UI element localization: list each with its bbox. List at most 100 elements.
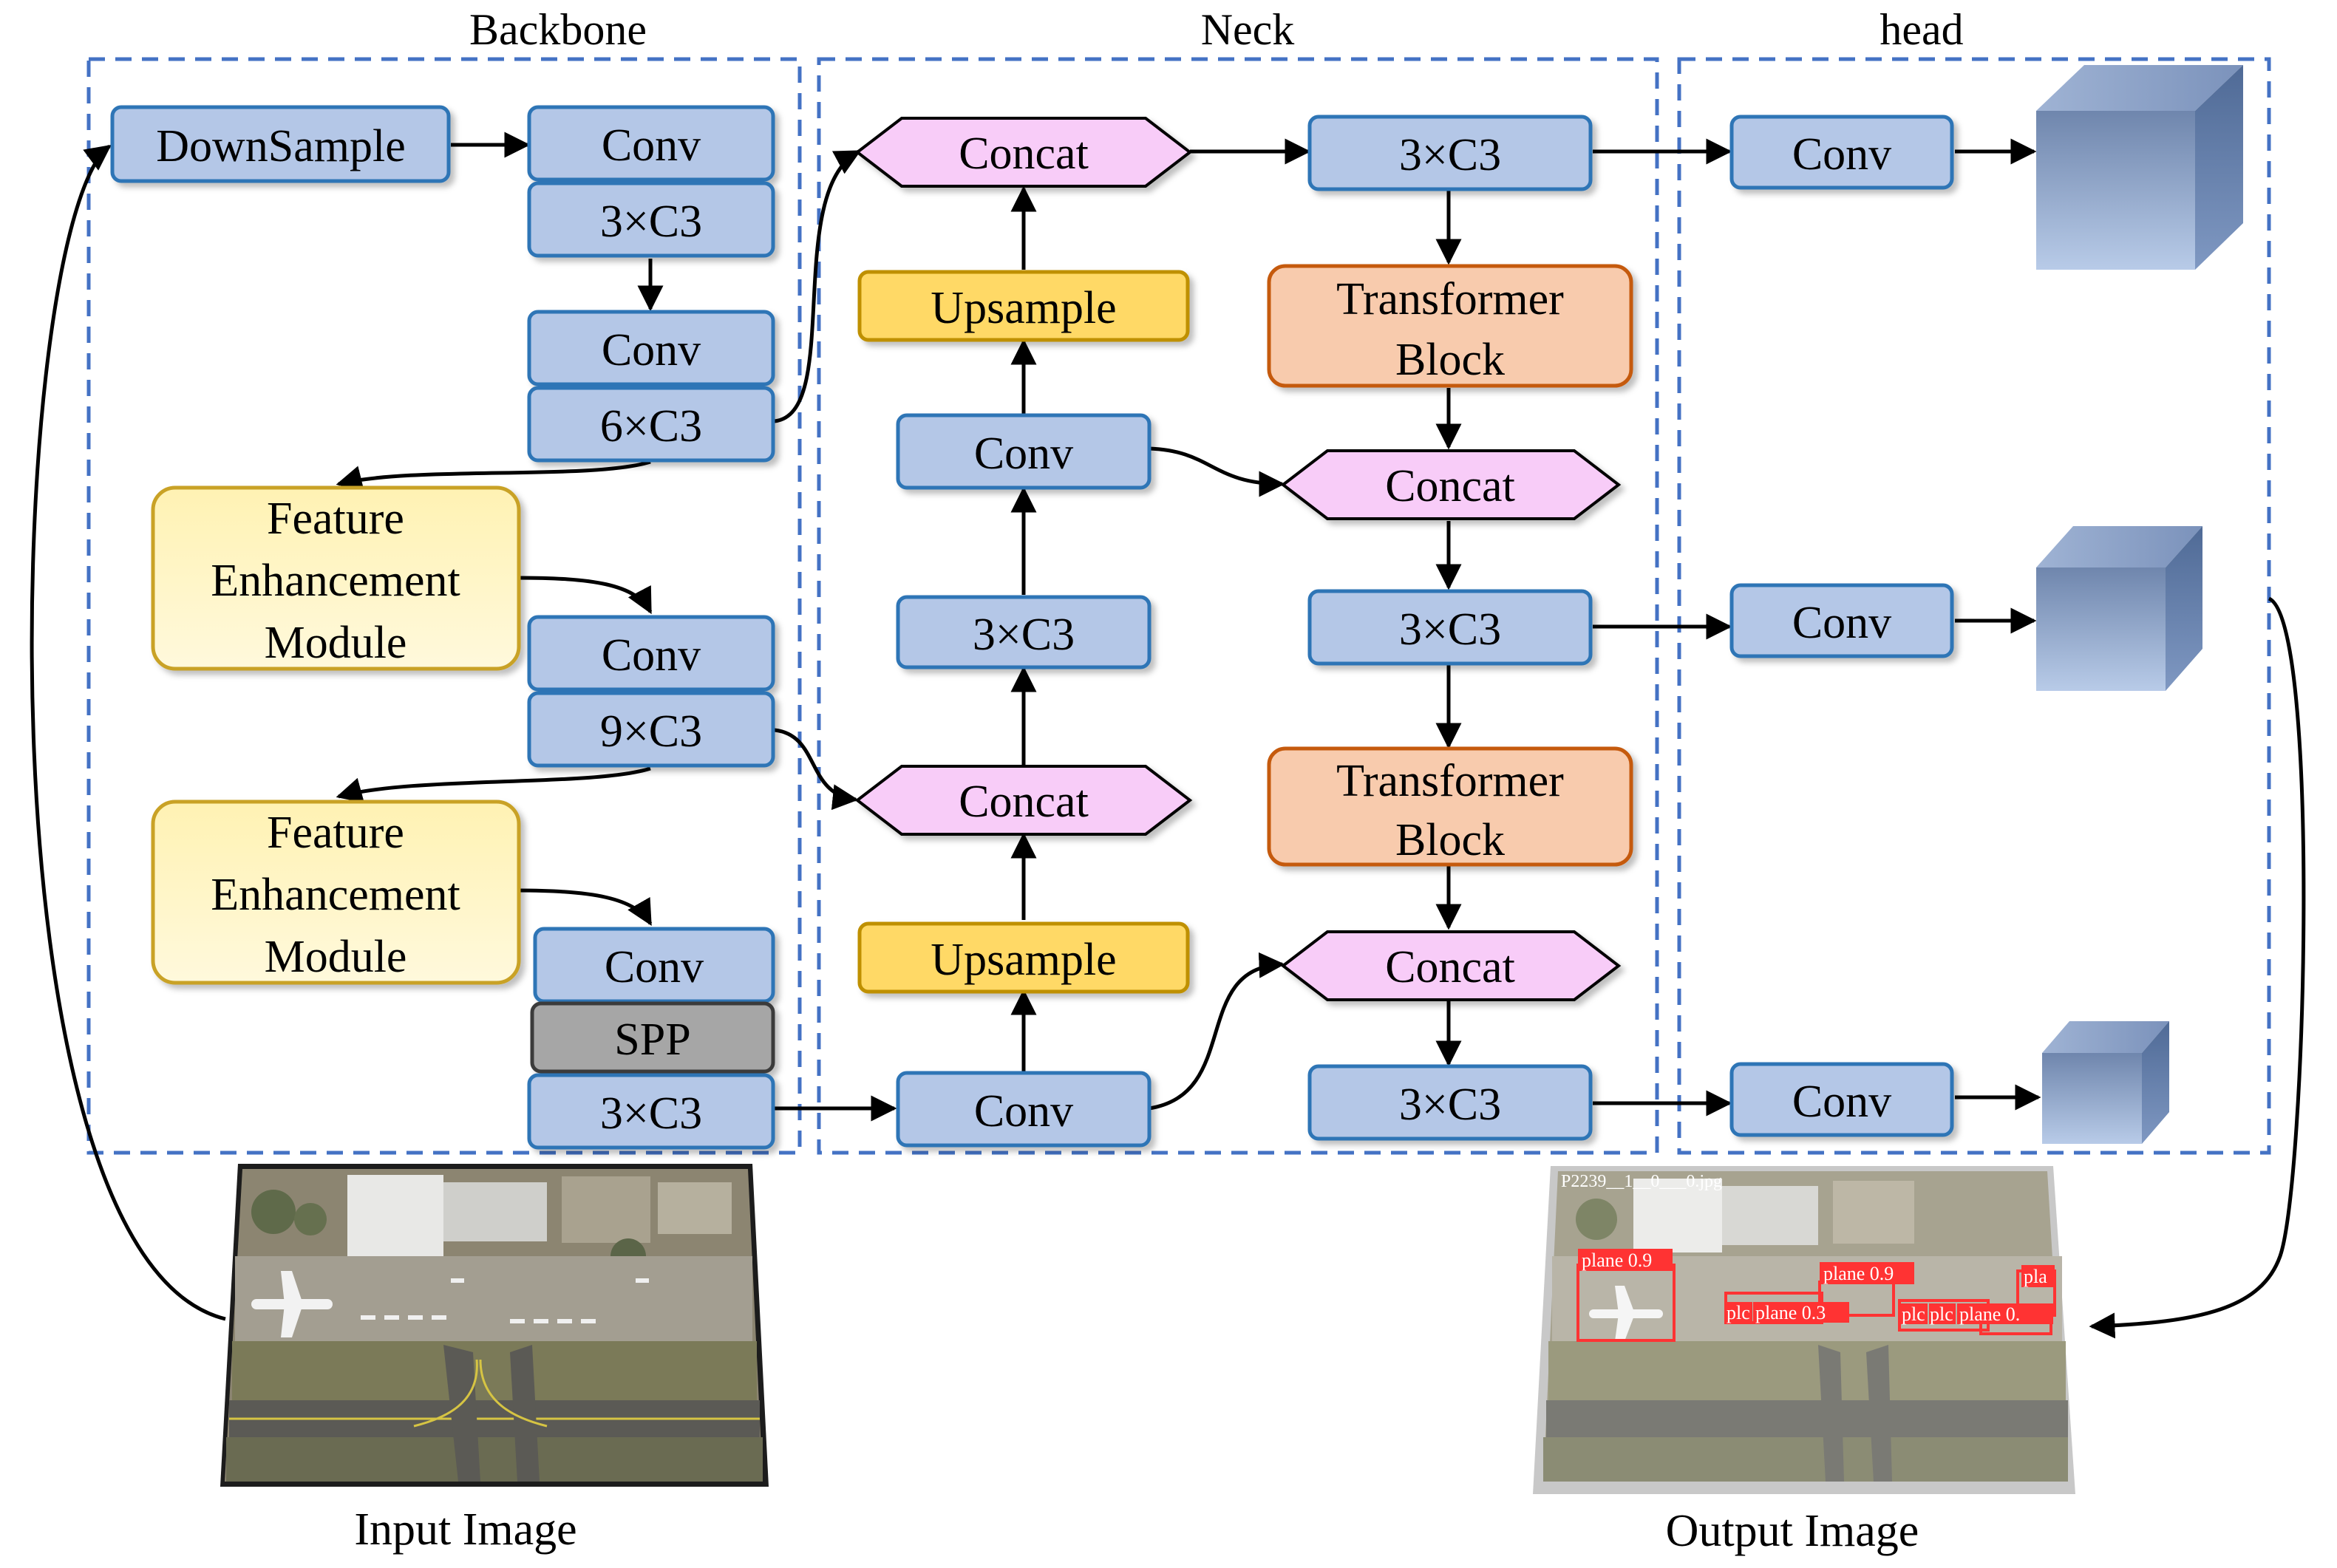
head-title: head <box>1880 5 1963 54</box>
fem2-line-1: Feature <box>267 808 404 858</box>
c3-to-fem1-arrow <box>336 460 651 491</box>
downsample-node[interactable]: DownSample <box>110 105 451 183</box>
input-image <box>220 1164 769 1487</box>
downsample-label: DownSample <box>156 121 406 171</box>
c3-label-2: 6×C3 <box>600 401 702 451</box>
fem-node-1[interactable]: Feature Enhancement Module <box>151 485 521 671</box>
conv-bottom-to-concat-arrow <box>1149 952 1285 1111</box>
fem-node-2[interactable]: Feature Enhancement Module <box>151 800 521 985</box>
fem2-to-conv-arrow <box>517 888 653 927</box>
output-image-caption: Output Image <box>1666 1506 1919 1556</box>
input-to-downsample-arrow <box>30 144 226 1321</box>
c3-node-right-top[interactable]: 3×C3 <box>1307 115 1593 191</box>
fem1-line-1: Feature <box>267 494 404 544</box>
c3-label-mid: 3×C3 <box>973 610 1075 660</box>
fem1-line-3: Module <box>265 618 407 668</box>
conv-node-3[interactable]: Conv <box>527 615 775 692</box>
concat-label-mid: Concat <box>959 777 1089 827</box>
spp-node[interactable]: SPP <box>530 1001 775 1074</box>
upsample-node-bottom[interactable]: Upsample <box>857 921 1190 994</box>
conv-label-mid: Conv <box>974 429 1073 479</box>
head-conv-label-top: Conv <box>1792 129 1891 180</box>
c3-node-mid[interactable]: 3×C3 <box>896 595 1152 669</box>
transformer2-line-2: Block <box>1395 815 1505 865</box>
backbone-frame <box>86 57 802 1155</box>
backbone-nodes: DownSample Conv 3×C3 Conv 6×C3 Feature E… <box>110 105 775 1150</box>
conv-label-bottom: Conv <box>974 1086 1073 1136</box>
fem1-to-conv-arrow <box>517 576 653 615</box>
output-filename: P2239__1__0___0.jpg <box>1561 1172 1722 1191</box>
head-frame <box>1677 57 2271 1155</box>
connectors <box>30 132 2306 1339</box>
upsample-label-bottom: Upsample <box>931 935 1116 985</box>
conv-to-concat-right-arrow <box>1149 446 1285 497</box>
detection-label-8: plane 0. <box>1959 1303 2020 1325</box>
c3-label-right-top: 3×C3 <box>1399 130 1501 180</box>
fem2-line-3: Module <box>265 932 407 982</box>
concat-node-right-1[interactable]: Concat <box>1280 449 1622 520</box>
c3-to-concat-mid-arrow <box>774 728 859 811</box>
conv-node-2[interactable]: Conv <box>527 310 775 386</box>
conv-node-1[interactable]: Conv <box>527 105 775 182</box>
upsample-label-top: Upsample <box>931 283 1116 333</box>
neck-title: Neck <box>1201 5 1295 54</box>
detection-label-3: pla <box>2024 1266 2047 1287</box>
output-image[interactable]: plane 0.9 plane 0.9 pla plc plane 0.3 pl… <box>1533 1166 2075 1494</box>
conv-label-3: Conv <box>602 630 701 681</box>
detection-label-5: plane 0.3 <box>1755 1302 1826 1323</box>
input-image-caption: Input Image <box>354 1504 576 1555</box>
detection-label-2: plane 0.9 <box>1823 1263 1894 1284</box>
output-cube-small <box>2042 1021 2169 1144</box>
transformer1-line-1: Transformer <box>1336 274 1564 324</box>
detection-label-4: plc <box>1727 1302 1750 1323</box>
plane-icon <box>251 1271 333 1337</box>
detection-label-6: plc <box>1902 1303 1925 1325</box>
c3-label-3: 9×C3 <box>600 706 702 757</box>
concat-label-right-1: Concat <box>1385 461 1515 511</box>
concat-node-top[interactable]: Concat <box>854 117 1193 188</box>
c3-label-1: 3×C3 <box>600 197 702 247</box>
c3-label-right-bottom: 3×C3 <box>1399 1080 1501 1130</box>
c3-node-right-bottom[interactable]: 3×C3 <box>1307 1064 1593 1141</box>
neck-frame <box>817 57 1659 1155</box>
head-conv-node-bottom[interactable]: Conv <box>1729 1062 1954 1137</box>
c3-node-right-mid[interactable]: 3×C3 <box>1307 589 1593 666</box>
head-conv-label-mid: Conv <box>1792 598 1891 648</box>
detected-plane-icon <box>1589 1286 1663 1341</box>
head-nodes: Conv Conv Conv <box>1729 65 2243 1144</box>
section-frames <box>86 57 2271 1155</box>
c3-node-4[interactable]: 3×C3 <box>527 1073 775 1150</box>
detection-label-7: plc <box>1930 1303 1953 1325</box>
output-cube-medium <box>2036 526 2202 691</box>
conv-label-1: Conv <box>602 120 701 171</box>
transformer1-line-2: Block <box>1395 335 1505 385</box>
head-to-output-arrow <box>2089 596 2306 1339</box>
transformer-node-2[interactable]: Transformer Block <box>1267 746 1633 867</box>
concat-node-mid[interactable]: Concat <box>854 765 1193 836</box>
fem1-line-2: Enhancement <box>211 556 460 606</box>
upsample-node-top[interactable]: Upsample <box>857 270 1190 342</box>
backbone-title: Backbone <box>469 5 647 54</box>
transformer-node-1[interactable]: Transformer Block <box>1267 264 1633 388</box>
c3-to-concat-top-arrow <box>774 149 862 423</box>
head-conv-node-mid[interactable]: Conv <box>1729 583 1954 658</box>
spp-label: SPP <box>614 1015 690 1065</box>
conv-node-4[interactable]: Conv <box>533 927 775 1003</box>
detection-label-1: plane 0.9 <box>1582 1250 1652 1271</box>
fem2-line-2: Enhancement <box>211 870 460 920</box>
small-planes <box>361 1278 649 1323</box>
conv-node-mid[interactable]: Conv <box>896 413 1152 490</box>
conv-label-4: Conv <box>605 942 704 992</box>
c3-node-3[interactable]: 9×C3 <box>527 691 775 768</box>
conv-node-bottom[interactable]: Conv <box>896 1071 1152 1148</box>
head-conv-label-bottom: Conv <box>1792 1077 1891 1127</box>
concat-label-top: Concat <box>959 129 1089 179</box>
concat-node-right-2[interactable]: Concat <box>1280 930 1622 1001</box>
head-conv-node-top[interactable]: Conv <box>1729 115 1954 190</box>
concat-label-right-2: Concat <box>1385 942 1515 992</box>
transformer2-line-1: Transformer <box>1336 756 1564 806</box>
c3-to-fem2-arrow <box>336 766 651 803</box>
c3-node-2[interactable]: 6×C3 <box>527 386 775 463</box>
c3-node-1[interactable]: 3×C3 <box>527 181 775 258</box>
